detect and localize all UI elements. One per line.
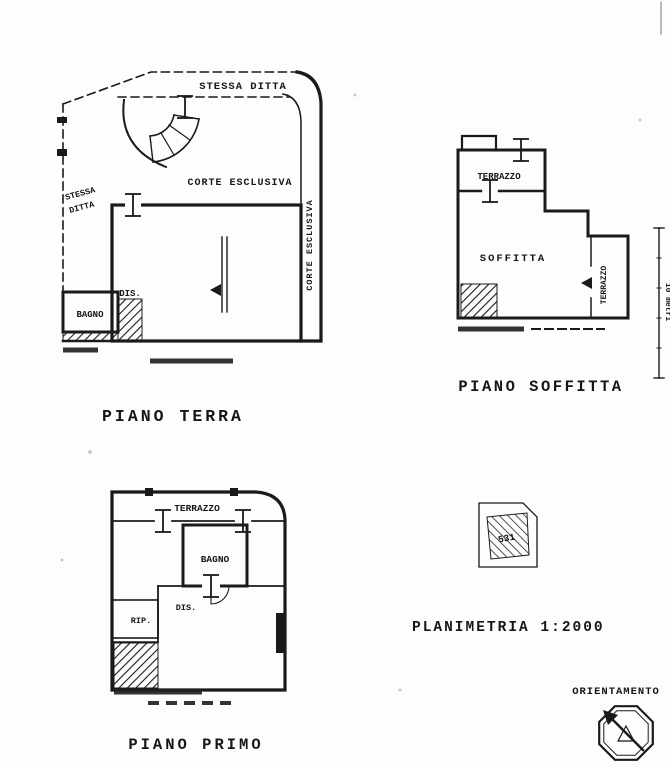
soffitta-door-symbol-terrazzo <box>481 179 499 203</box>
orientation-title: ORIENTAMENTO <box>572 686 660 698</box>
primo-stairs-hatch <box>113 642 159 689</box>
piano-soffitta-plan: TERRAZZO SOFFITTA TERRAZZO PIANO SOFFITT… <box>456 134 630 396</box>
terra-curved-stair <box>122 98 200 169</box>
terra-stairs-hatch-strip <box>62 331 119 342</box>
speck <box>60 558 64 562</box>
primo-label-terrazzo: TERRAZZO <box>174 503 220 514</box>
speck <box>88 450 92 454</box>
terra-title: PIANO TERRA <box>102 407 244 426</box>
primo-rip-room <box>111 599 159 639</box>
soffitta-outer-wall <box>456 148 630 320</box>
primo-door-swing-arc <box>210 585 230 605</box>
terra-label-corte-esclusiva-side: CORTE ESCLUSIVA <box>305 199 315 291</box>
compass-arrowhead-icon <box>603 710 618 725</box>
planimetria-parcel-hatch <box>486 512 530 560</box>
compass-triangle <box>617 724 635 742</box>
primo-door-symbol-1 <box>154 509 172 533</box>
scale-bar-label: 10 metri <box>663 283 670 322</box>
terra-jamb-mark-2 <box>57 149 67 156</box>
speck <box>353 93 357 97</box>
soffitta-title: PIANO SOFFITTA <box>458 378 623 396</box>
compass-octagon-inner <box>603 710 649 756</box>
compass-octagon-outer <box>598 705 654 761</box>
terra-outer-wall-right <box>295 70 323 343</box>
speck <box>398 688 402 692</box>
planimetria-title: PLANIMETRIA 1:2000 <box>412 620 605 636</box>
terra-main-room <box>110 203 303 343</box>
soffitta-door-arrow-icon <box>581 277 592 289</box>
speck <box>638 118 642 122</box>
planimetria-parcel-number: 531 <box>497 532 516 546</box>
primo-label-bagno: BAGNO <box>201 554 230 565</box>
primo-label-rip: RIP. <box>131 616 151 626</box>
orientation-compass: ORIENTAMENTO <box>572 686 660 761</box>
soffitta-label-terrazzo-side: TERRAZZO <box>600 266 609 305</box>
primo-jamb-mark-2 <box>230 488 238 496</box>
terra-label-bagno: BAGNO <box>76 310 104 320</box>
soffitta-stairs-hatch <box>460 283 498 319</box>
planimetria-map: 531 PLANIMETRIA 1:2000 <box>412 502 605 636</box>
terra-label-corte-esclusiva: CORTE ESCLUSIVA <box>187 178 292 189</box>
terra-door-symbol-top <box>176 95 194 119</box>
terra-stairs-hatch <box>117 298 143 342</box>
terra-door-arrow-icon <box>210 284 221 296</box>
primo-label-dis: DIS. <box>176 603 196 613</box>
terra-boundary-dashed-top <box>61 71 298 106</box>
primo-door-symbol-2 <box>234 509 252 533</box>
scan-specks <box>60 93 642 692</box>
primo-balcony-bar <box>276 613 284 653</box>
terra-jamb-mark-1 <box>57 117 67 123</box>
terra-corridor-inner-line <box>282 93 302 342</box>
soffitta-top-notch <box>460 134 498 152</box>
primo-jamb-mark-1 <box>145 488 153 496</box>
terra-label-stessa-left-2: DITTA <box>68 199 96 215</box>
planimetria-outline <box>478 502 538 568</box>
piano-primo-plan: TERRAZZO BAGNO RIP. DIS. PIANO PRIMO <box>110 488 287 754</box>
soffitta-label-soffitta: SOFFITTA <box>480 253 546 265</box>
scale-bar: 10 metri <box>653 1 670 379</box>
soffitta-label-terrazzo: TERRAZZO <box>477 172 521 182</box>
primo-outer-wall <box>110 490 287 692</box>
piano-terra-plan: STESSA DITTA STESSA DITTA CORTE ESCLUSIV… <box>57 70 323 426</box>
terra-label-stessa-ditta-top: STESSA DITTA <box>199 81 287 93</box>
compass-needle <box>607 714 645 752</box>
primo-title: PIANO PRIMO <box>128 736 263 754</box>
terra-label-dis: DIS. <box>119 289 141 299</box>
